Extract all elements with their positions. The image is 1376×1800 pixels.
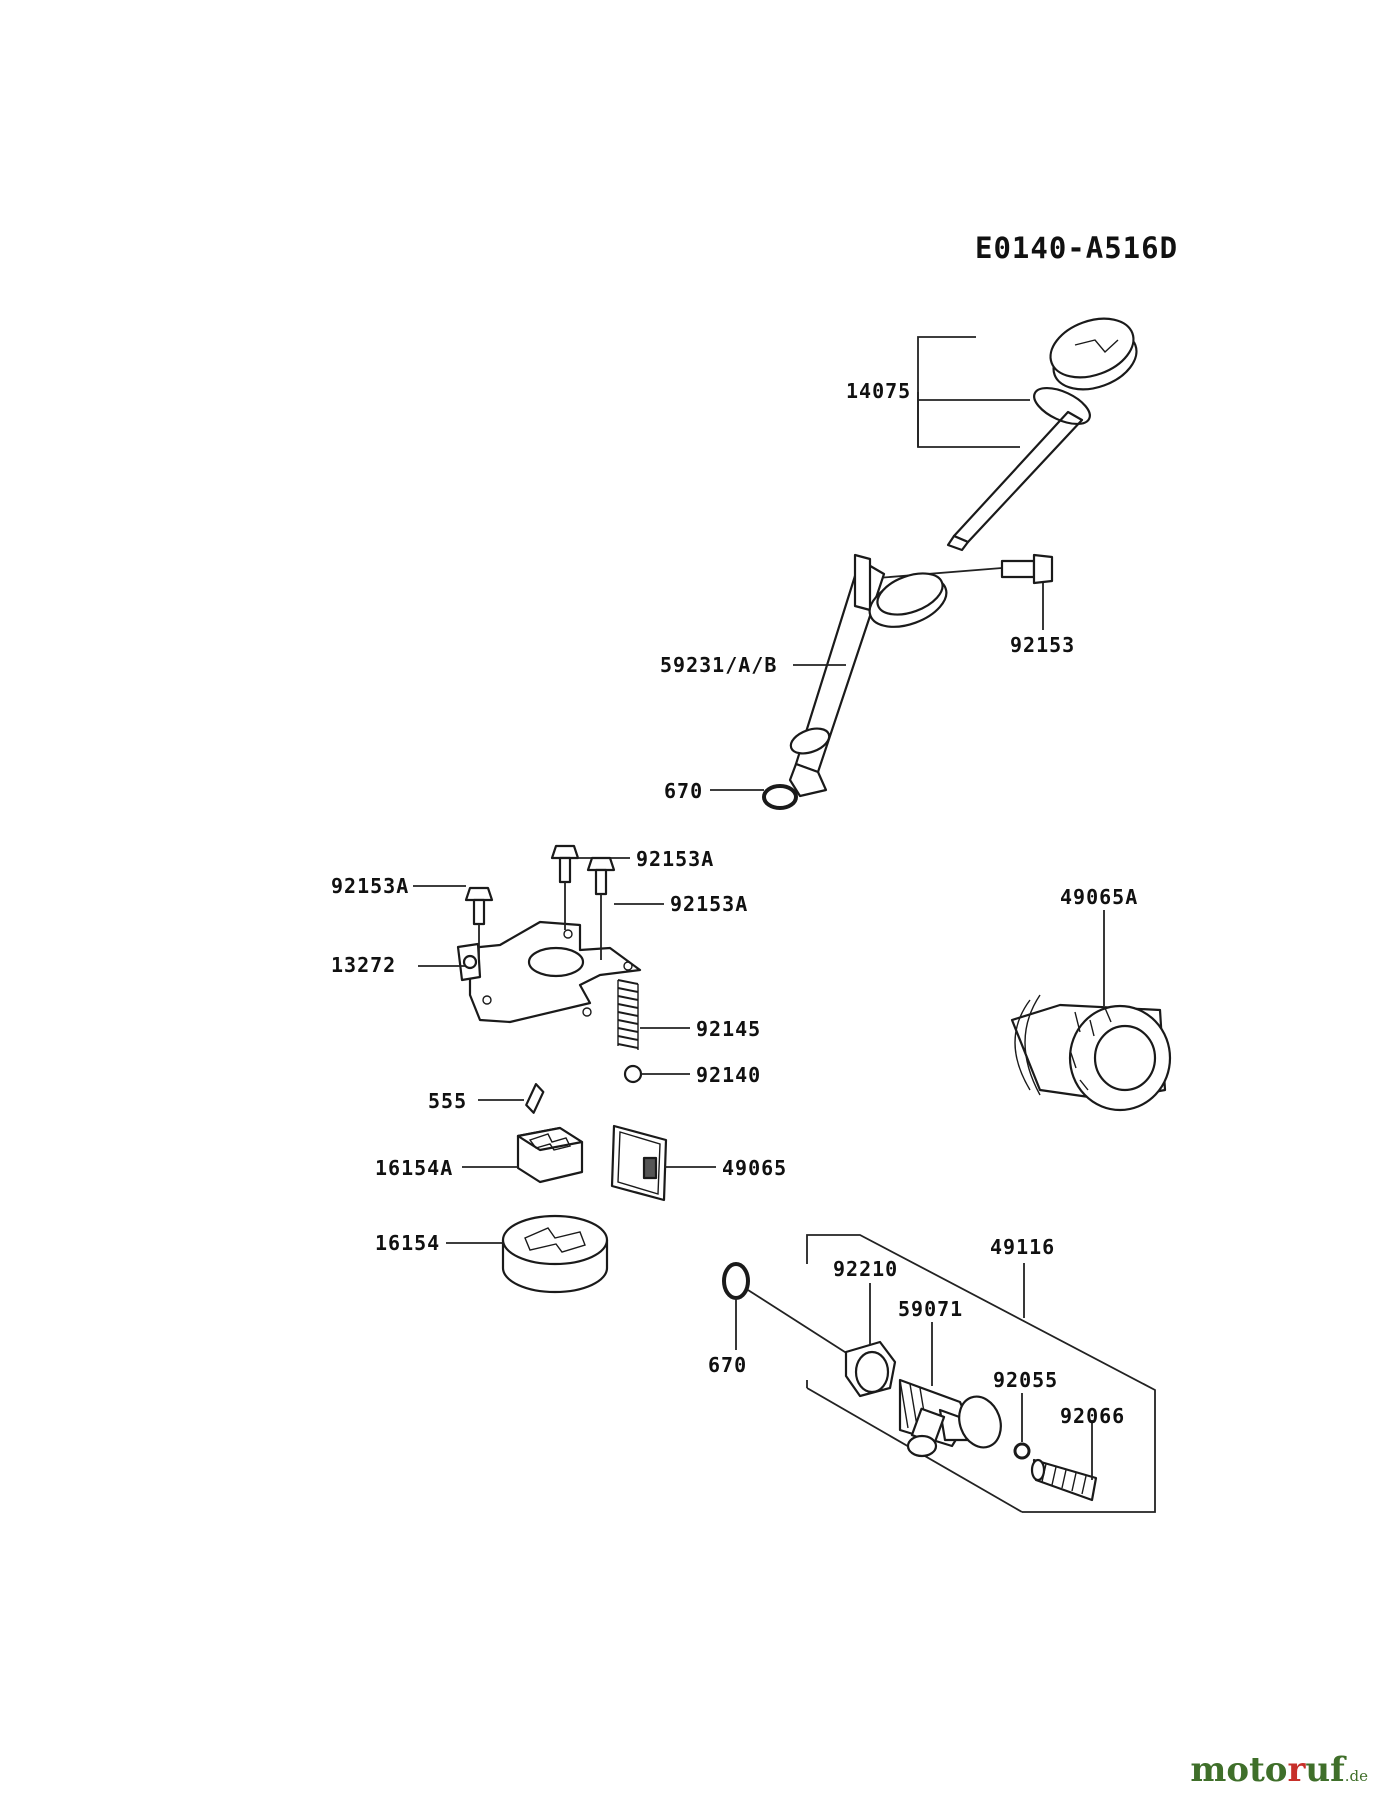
- label-555: 555: [428, 1089, 467, 1113]
- nut-92210: [844, 1340, 897, 1398]
- label-13272: 13272: [331, 953, 396, 977]
- bolt-92153A-top: [550, 844, 580, 884]
- bolt-92153A-right: [586, 856, 616, 896]
- label-92153A-right: 92153A: [670, 892, 748, 916]
- fitting-59071: [898, 1378, 1002, 1458]
- oring-670-bottom: [722, 1262, 750, 1300]
- watermark-brand-part1: moto: [1190, 1750, 1288, 1790]
- label-670-bottom: 670: [708, 1353, 747, 1377]
- pin-555: [525, 1083, 545, 1114]
- label-49116: 49116: [990, 1235, 1055, 1259]
- watermark-logo: motoruf.de: [1190, 1750, 1368, 1790]
- bolt-92153: [1000, 553, 1054, 585]
- oring-92055: [1013, 1442, 1031, 1460]
- label-92153A-left: 92153A: [331, 874, 409, 898]
- screw-92066: [1030, 1458, 1098, 1502]
- label-92153: 92153: [1010, 633, 1075, 657]
- dipstick-part: [917, 317, 1138, 552]
- watermark-tld: .de: [1344, 1767, 1368, 1785]
- watermark-brand-part3: uf: [1305, 1750, 1345, 1790]
- label-92066: 92066: [1060, 1404, 1125, 1428]
- spring-92145: [617, 979, 639, 1050]
- oring-670-top: [762, 784, 798, 810]
- label-92055: 92055: [993, 1368, 1058, 1392]
- filler-tube-part: [788, 553, 1003, 798]
- label-59231: 59231/A/B: [660, 653, 777, 677]
- label-59071: 59071: [898, 1297, 963, 1321]
- label-92153A-top: 92153A: [636, 847, 714, 871]
- label-16154: 16154: [375, 1231, 440, 1255]
- screen-49065: [610, 1124, 668, 1202]
- label-92145: 92145: [696, 1017, 761, 1041]
- label-92210: 92210: [833, 1257, 898, 1281]
- label-16154A: 16154A: [375, 1156, 453, 1180]
- label-49065: 49065: [722, 1156, 787, 1180]
- label-92140: 92140: [696, 1063, 761, 1087]
- outer-rotor-16154: [501, 1214, 609, 1294]
- ball-92140: [623, 1064, 643, 1084]
- label-670-top: 670: [664, 779, 703, 803]
- inner-rotor-16154A: [516, 1126, 584, 1184]
- label-49065A: 49065A: [1060, 885, 1138, 909]
- pump-cover-plate: [456, 920, 642, 1024]
- oil-filter-49065A: [1010, 994, 1172, 1112]
- label-14075: 14075: [846, 379, 911, 403]
- watermark-brand-part2: r: [1287, 1750, 1306, 1790]
- diagram-code: E0140-A516D: [975, 231, 1178, 265]
- bolt-92153A-left: [464, 886, 494, 926]
